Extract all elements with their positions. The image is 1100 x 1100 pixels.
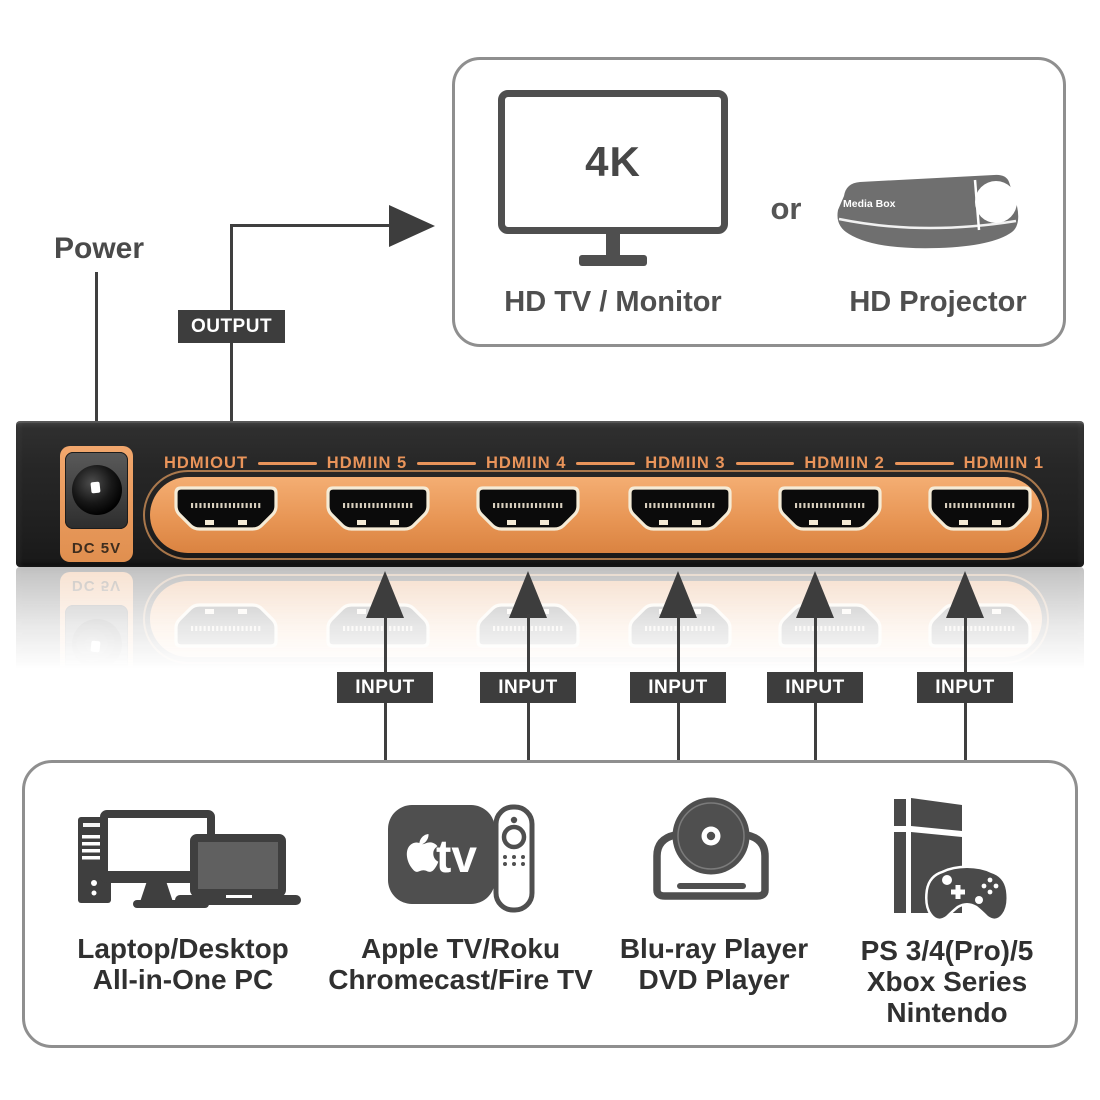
label-dash — [894, 461, 954, 465]
apple-tv-remote-icon: tv — [388, 804, 535, 913]
caption-line: Laptop/Desktop — [77, 933, 289, 964]
caption-line: Apple TV/Roku — [360, 933, 561, 964]
caption-line: DVD Player — [638, 964, 790, 995]
input-line — [527, 614, 530, 674]
dc-glint — [90, 481, 101, 494]
hdmi-switch-device: DC 5V HDMIOUT HDMIIN 5 HDMIIN 4 HDMIIN 3… — [16, 421, 1084, 567]
display-devices-box: 4K HD TV / Monitor or Media Box HD Proje… — [452, 57, 1066, 347]
port-label-row: HDMIOUT HDMIIN 5 HDMIIN 4 HDMIIN 3 HDMII… — [164, 453, 1044, 473]
power-label: Power — [53, 232, 145, 265]
input-line — [964, 703, 967, 762]
port-label-hdmiin1: HDMIIN 1 — [963, 453, 1045, 472]
bluray-player-icon — [653, 797, 769, 900]
power-connector-line — [95, 272, 98, 448]
input-arrow-icon — [659, 571, 697, 618]
input-arrow-icon — [366, 571, 404, 618]
input-line — [384, 703, 387, 762]
projector-icon: Media Box — [837, 174, 1019, 249]
caption-line: Xbox Series — [866, 966, 1028, 997]
label-dash — [576, 461, 636, 465]
source-caption-bluray: Blu-ray Player DVD Player — [564, 933, 864, 995]
dc-barrel-jack-icon — [72, 465, 122, 515]
hdmi-out-port-icon — [174, 486, 278, 531]
input-line — [384, 614, 387, 674]
input-tag: INPUT — [480, 672, 576, 703]
source-caption-consoles: PS 3/4(Pro)/5 Xbox Series Nintendo — [797, 935, 1097, 1028]
caption-line: PS 3/4(Pro)/5 — [860, 935, 1034, 966]
output-tag: OUTPUT — [178, 310, 285, 343]
input-line — [814, 614, 817, 674]
source-devices-box: tv Lapt — [22, 760, 1078, 1048]
projector-body-text: Media Box — [843, 198, 896, 210]
input-line — [677, 614, 680, 674]
hdmi-in2-port-icon — [778, 486, 882, 531]
tv-caption: HD TV / Monitor — [504, 286, 722, 318]
port-label-hdmiin2: HDMIIN 2 — [804, 453, 885, 472]
tv-4k-badge: 4K — [585, 138, 641, 185]
source-caption-streamers: Apple TV/Roku Chromecast/Fire TV — [288, 933, 633, 995]
caption-line: Chromecast/Fire TV — [328, 964, 593, 995]
input-arrow-icon — [509, 571, 547, 618]
hdmi-in1-port-icon — [928, 486, 1032, 531]
caption-line: Nintendo — [886, 997, 1008, 1028]
port-label-hdmiin5: HDMIIN 5 — [326, 453, 408, 472]
caption-line: Blu-ray Player — [619, 933, 809, 964]
port-label-hdmiout: HDMIOUT — [164, 453, 248, 472]
tv-monitor-icon: 4K — [498, 90, 728, 234]
apple-tv-logo-text: tv — [436, 830, 477, 882]
tv-stand-neck — [606, 233, 620, 257]
input-arrow-icon — [796, 571, 834, 618]
dc-voltage-label: DC 5V — [71, 540, 122, 557]
dc-power-port: DC 5V — [60, 446, 133, 562]
input-tag: INPUT — [767, 672, 863, 703]
hdmi-in4-port-icon — [476, 486, 580, 531]
input-line — [814, 703, 817, 762]
label-dash — [417, 461, 476, 465]
tv-stand-base — [579, 255, 647, 266]
input-tag: INPUT — [337, 672, 433, 703]
projector-caption: HD Projector — [849, 286, 1027, 318]
input-line — [527, 703, 530, 762]
hdmi-in5-port-icon — [326, 486, 430, 531]
label-dash — [258, 461, 317, 465]
source-caption-pc: Laptop/Desktop All-in-One PC — [33, 933, 333, 995]
input-line — [964, 614, 967, 674]
or-text: or — [770, 191, 802, 226]
output-arrow-icon — [389, 205, 435, 247]
input-line — [677, 703, 680, 762]
output-connector-hline — [230, 224, 390, 227]
game-consoles-icon — [894, 798, 1009, 922]
dc-socket — [65, 452, 128, 529]
hdmi-in3-port-icon — [628, 486, 732, 531]
port-label-hdmiin4: HDMIIN 4 — [485, 453, 567, 472]
caption-line: All-in-One PC — [92, 964, 274, 995]
desktop-pc-icon — [78, 810, 301, 908]
label-dash — [735, 461, 795, 465]
input-tag: INPUT — [630, 672, 726, 703]
orange-port-panel — [143, 470, 1049, 560]
port-label-hdmiin3: HDMIIN 3 — [645, 453, 726, 472]
input-arrow-icon — [946, 571, 984, 618]
input-tag: INPUT — [917, 672, 1013, 703]
